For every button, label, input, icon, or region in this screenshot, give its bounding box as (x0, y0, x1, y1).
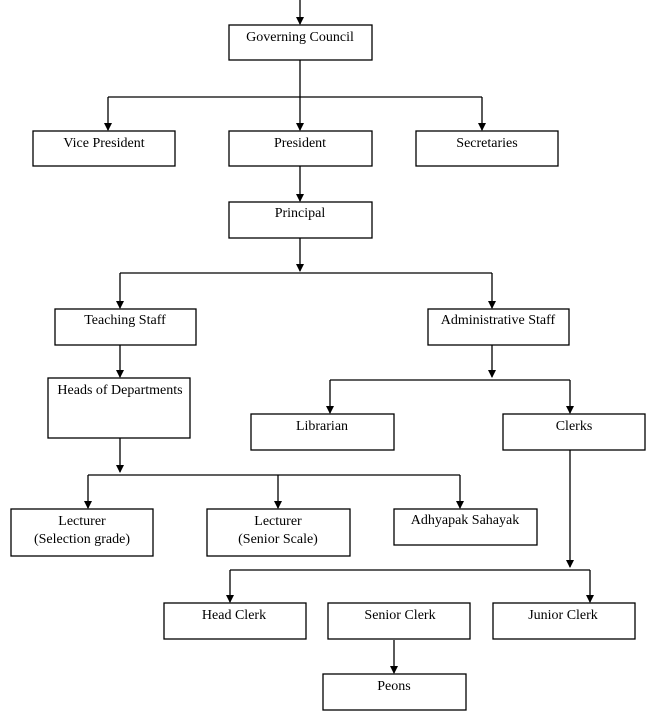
node-label: Senior Clerk (364, 608, 435, 623)
node-label: Principal (275, 206, 326, 221)
node-label: President (274, 136, 326, 151)
node-heads-of-departments: Heads of Departments (47, 377, 191, 439)
node-label: Heads of Departments (57, 383, 182, 398)
node-label: Administrative Staff (441, 313, 556, 328)
node-label: Governing Council (246, 30, 354, 45)
node-lecturer-selection-grade: Lecturer (Selection grade) (10, 508, 154, 557)
node-label: Adhyapak Sahayak (411, 513, 519, 528)
node-junior-clerk: Junior Clerk (492, 602, 636, 640)
node-label: Junior Clerk (528, 608, 598, 623)
node-governing-council: Governing Council (228, 24, 373, 61)
node-administrative-staff: Administrative Staff (427, 308, 570, 346)
node-senior-clerk: Senior Clerk (327, 602, 471, 640)
node-adhyapak-sahayak: Adhyapak Sahayak (393, 508, 538, 546)
node-lecturer-senior-scale: Lecturer (Senior Scale) (206, 508, 351, 557)
node-vice-president: Vice President (32, 130, 176, 167)
node-clerks: Clerks (502, 413, 646, 451)
node-secretaries: Secretaries (415, 130, 559, 167)
node-label: Clerks (556, 419, 593, 434)
node-president: President (228, 130, 373, 167)
node-label: Secretaries (456, 136, 517, 151)
node-label-line1: Lecturer (58, 514, 106, 529)
node-teaching-staff: Teaching Staff (54, 308, 197, 346)
node-librarian: Librarian (250, 413, 395, 451)
node-label-line1: Lecturer (254, 514, 302, 529)
node-peons: Peons (322, 673, 467, 711)
node-label-line2: (Selection grade) (34, 532, 130, 547)
node-label-line2: (Senior Scale) (238, 532, 318, 547)
node-label: Teaching Staff (84, 313, 166, 328)
node-principal: Principal (228, 201, 373, 239)
node-label: Librarian (296, 419, 348, 434)
node-label: Head Clerk (202, 608, 266, 623)
node-head-clerk: Head Clerk (163, 602, 307, 640)
node-label: Peons (377, 679, 410, 694)
node-label: Vice President (63, 136, 144, 151)
connectors (84, 0, 594, 674)
